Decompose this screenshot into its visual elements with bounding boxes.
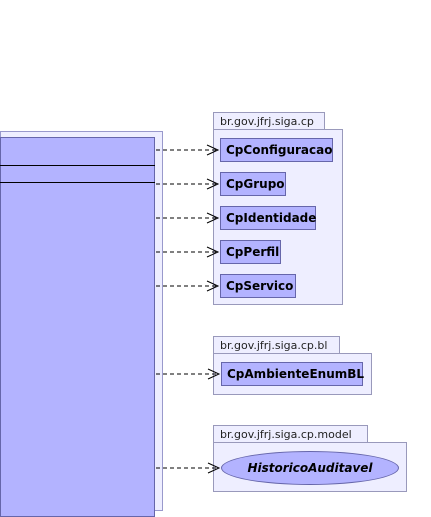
dependency-arrow-historicoauditavel	[156, 462, 221, 474]
class-cpidentidade[interactable]: CpIdentidade	[220, 206, 316, 230]
main-class-box[interactable]	[0, 137, 155, 517]
package-tab-cp: br.gov.jfrj.siga.cp	[213, 112, 325, 130]
class-cpgrupo[interactable]: CpGrupo	[220, 172, 286, 196]
class-cpambienteenumbl[interactable]: CpAmbienteEnumBL	[221, 362, 365, 386]
interface-historicoauditavel[interactable]: HistoricoAuditavel	[221, 451, 399, 485]
class-label: CpServico	[226, 279, 294, 293]
main-class-compartment-divider	[0, 182, 155, 183]
package-tab-cp-bl: br.gov.jfrj.siga.cp.bl	[213, 336, 340, 354]
class-label: CpAmbienteEnumBL	[227, 367, 365, 381]
package-name-cp: br.gov.jfrj.siga.cp	[220, 115, 314, 128]
package-name-cp-model: br.gov.jfrj.siga.cp.model	[220, 428, 352, 441]
class-cpperfil[interactable]: CpPerfil	[220, 240, 281, 264]
dependency-arrow-cpambienteenumbl	[156, 368, 221, 380]
dependency-arrow-cpperfil	[156, 246, 220, 258]
class-label: CpIdentidade	[226, 211, 317, 225]
class-cpservico[interactable]: CpServico	[220, 274, 296, 298]
dependency-arrow-cpconfiguracao	[156, 144, 220, 156]
package-tab-cp-model: br.gov.jfrj.siga.cp.model	[213, 425, 368, 443]
interface-label: HistoricoAuditavel	[247, 461, 373, 475]
class-label: CpGrupo	[226, 177, 285, 191]
dependency-arrows	[156, 144, 221, 474]
dependency-arrow-cpgrupo	[156, 178, 220, 190]
main-class-compartment-divider	[0, 165, 155, 166]
class-label: CpPerfil	[226, 245, 280, 259]
dependency-arrow-cpidentidade	[156, 212, 220, 224]
dependency-arrow-cpservico	[156, 280, 220, 292]
package-name-cp-bl: br.gov.jfrj.siga.cp.bl	[220, 339, 328, 352]
class-label: CpConfiguracao	[226, 143, 333, 157]
class-cpconfiguracao[interactable]: CpConfiguracao	[220, 138, 333, 162]
